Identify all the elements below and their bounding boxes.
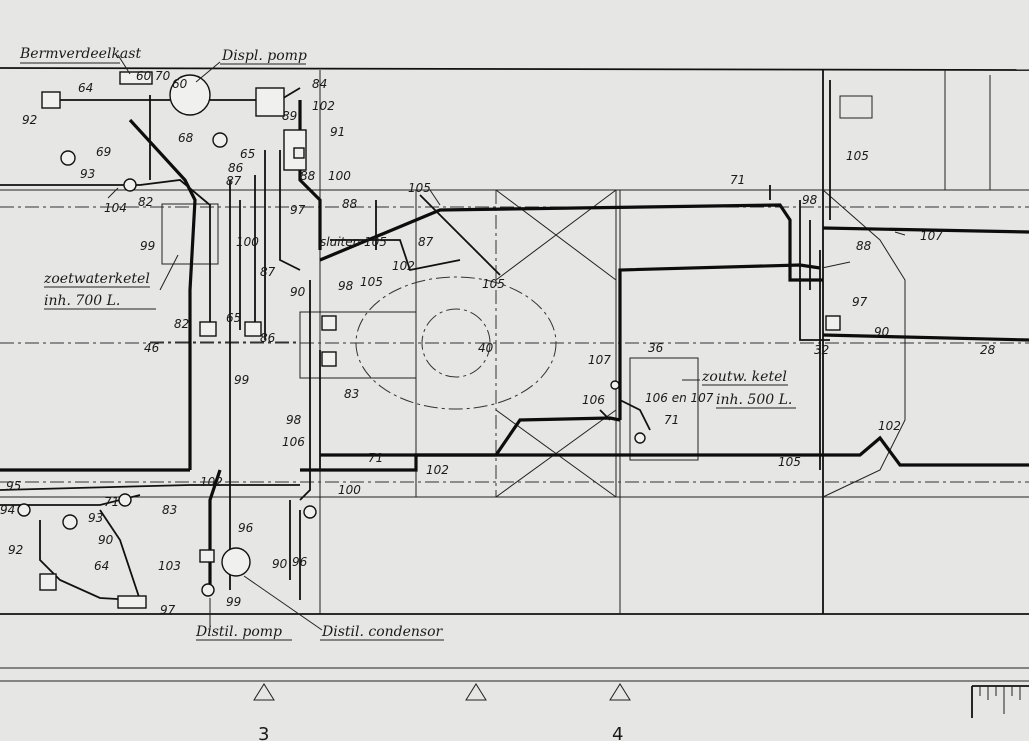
callout-97b: 97: [852, 295, 868, 309]
engine-foundation: [299, 189, 617, 498]
callout-105b: 105: [846, 149, 869, 163]
callout-69: 69: [96, 145, 111, 159]
callout-95: 95: [6, 479, 21, 493]
callout-98a: 98: [802, 193, 818, 207]
label-106-en-107: 106 en 107: [645, 391, 714, 405]
callout-64b: 64: [94, 559, 109, 573]
callout-28: 28: [980, 343, 996, 357]
frame-markers: [253, 683, 1029, 718]
callout-88a: 88: [300, 169, 316, 183]
callout-100b: 100: [236, 235, 259, 249]
callout-65a: 65: [240, 147, 255, 161]
callout-90b: 90: [98, 533, 114, 547]
callout-100c: 100: [338, 483, 361, 497]
callout-64a: 64: [78, 81, 93, 95]
callout-105a: 105: [408, 181, 431, 195]
aft-compartment: [822, 95, 1029, 498]
callout-90a: 90: [290, 285, 306, 299]
callout-106b: 106: [282, 435, 305, 449]
callout-102a: 102: [312, 99, 335, 113]
callout-97a: 97: [290, 203, 306, 217]
callout-96a: 96: [238, 521, 254, 535]
label-zoetwaterketel-cap: inh. 700 L.: [44, 293, 120, 309]
callout-103: 103: [158, 559, 181, 573]
callout-36: 36: [648, 341, 664, 355]
callout-71a: 71: [730, 173, 745, 187]
callout-65b: 65: [226, 311, 241, 325]
label-distil-pomp: Distil. pomp: [195, 624, 282, 640]
callout-105c: 105: [360, 275, 383, 289]
callout-106a: 106: [582, 393, 605, 407]
callout-89: 89: [282, 109, 297, 123]
callout-60a: 60: [136, 69, 152, 83]
callout-46: 46: [144, 341, 160, 355]
equipment: [17, 71, 841, 609]
callout-104: 104: [104, 201, 127, 215]
callout-71d: 71: [368, 451, 383, 465]
label-displ-pomp: Displ. pomp: [221, 48, 307, 64]
callout-91: 91: [330, 125, 345, 139]
callout-99a: 99: [140, 239, 155, 253]
callout-98c: 98: [286, 413, 302, 427]
callout-90c: 90: [272, 557, 288, 571]
callout-82b: 82: [174, 317, 189, 331]
callout-105e: 105: [778, 455, 801, 469]
label-underlines: [20, 62, 796, 641]
callout-83b: 83: [162, 503, 177, 517]
callout-107a: 107: [920, 229, 943, 243]
callout-70: 70: [155, 69, 171, 83]
callout-94: 94: [0, 503, 15, 517]
callout-107b: 107: [588, 353, 611, 367]
frame-3: 3: [258, 724, 269, 741]
callout-86a: 86: [228, 161, 244, 175]
callout-87c: 87: [260, 265, 276, 279]
medium-pipes: [0, 80, 831, 601]
callout-105d: 105: [482, 277, 505, 291]
callout-102d: 102: [878, 419, 901, 433]
callout-87b: 87: [418, 235, 434, 249]
callout-40: 40: [478, 341, 494, 355]
label-zoutw-ketel-cap: inh. 500 L.: [716, 392, 792, 408]
callout-88c: 88: [856, 239, 872, 253]
callout-92b: 92: [8, 543, 23, 557]
callout-68: 68: [178, 131, 194, 145]
callout-99c: 99: [226, 595, 241, 609]
frame-4: 4: [612, 724, 623, 741]
callout-71b: 71: [664, 413, 679, 427]
callout-86b: 86: [260, 331, 276, 345]
callout-100a: 100: [328, 169, 351, 183]
callout-98b: 98: [338, 279, 354, 293]
callout-87a: 87: [226, 174, 242, 188]
saltwater-tank: [629, 357, 699, 461]
callout-93a: 93: [80, 167, 95, 181]
thick-pipes: [0, 100, 1029, 590]
callout-82a: 82: [138, 195, 153, 209]
callout-99b: 99: [234, 373, 249, 387]
callout-71c: 71: [104, 495, 119, 509]
label-zoetwaterketel: zoetwaterketel: [43, 271, 150, 287]
label-distil-condensor: Distil. condensor: [321, 624, 444, 640]
callout-32: 32: [814, 343, 829, 357]
callout-97c: 97: [160, 603, 176, 617]
label-zoutw-ketel: zoutw. ketel: [701, 369, 787, 385]
callout-88b: 88: [342, 197, 358, 211]
label-bermverdeelkast: Bermverdeelkast: [19, 46, 141, 62]
callout-83a: 83: [344, 387, 359, 401]
label-sluiten: sluiten 105: [320, 235, 387, 249]
callout-102b: 102: [392, 259, 415, 273]
callout-60b: 60: [172, 77, 188, 91]
callout-102c: 102: [426, 463, 449, 477]
callout-90d: 90: [874, 325, 890, 339]
callout-93b: 93: [88, 511, 103, 525]
callout-92a: 92: [22, 113, 37, 127]
callout-102e: 102: [200, 475, 223, 489]
callout-96b: 96: [292, 555, 308, 569]
leader-lines: [107, 54, 906, 631]
callout-84: 84: [312, 77, 327, 91]
